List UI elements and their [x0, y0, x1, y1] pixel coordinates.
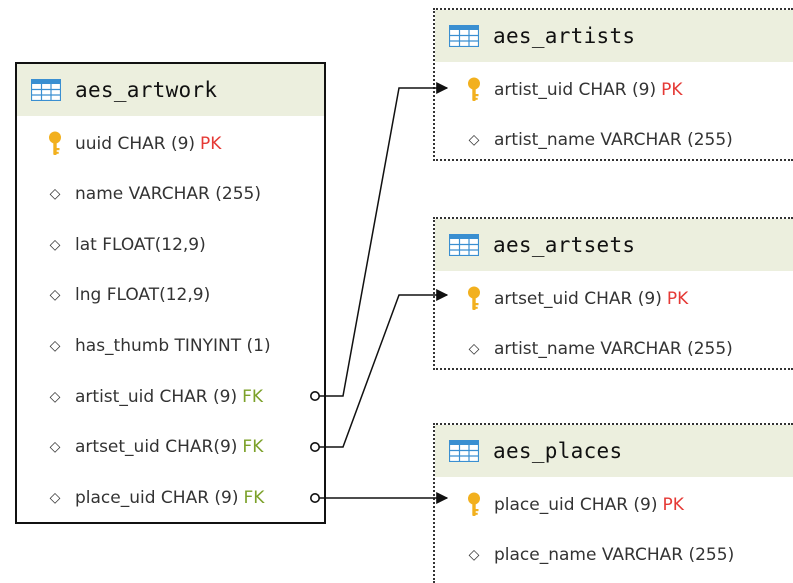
- diamond-icon: ◇: [49, 338, 61, 354]
- diamond-icon: ◇: [468, 132, 480, 148]
- column-label: lng FLOAT(12,9): [75, 285, 211, 305]
- column-row[interactable]: place_uid CHAR (9)PK: [466, 490, 684, 520]
- table-aes-artists[interactable]: aes_artists artist_uid CHAR (9)PK ◇ arti…: [433, 8, 793, 161]
- column-row[interactable]: ◇ lat FLOAT(12,9): [47, 230, 206, 260]
- column-row[interactable]: ◇ artist_uid CHAR (9)FK: [47, 382, 263, 412]
- column-label: lat FLOAT(12,9): [75, 235, 206, 255]
- diamond-icon: ◇: [468, 547, 480, 563]
- column-row[interactable]: ◇ place_uid CHAR (9)FK: [47, 483, 265, 513]
- diamond-icon: ◇: [49, 186, 61, 202]
- column-label: place_uid CHAR (9): [75, 488, 239, 508]
- table-header: aes_artists: [435, 10, 793, 62]
- table-name: aes_artists: [493, 24, 636, 48]
- pk-badge: PK: [662, 495, 684, 515]
- fk-badge: FK: [242, 387, 264, 407]
- column-label: artist_name VARCHAR (255): [494, 339, 733, 359]
- column-label: artset_uid CHAR(9): [75, 437, 238, 457]
- column-label: name VARCHAR (255): [75, 184, 261, 204]
- fk-badge: FK: [243, 488, 265, 508]
- column-row[interactable]: ◇ artist_name VARCHAR (255): [466, 125, 733, 155]
- diamond-icon: ◇: [49, 287, 61, 303]
- pk-badge: PK: [200, 134, 222, 154]
- column-row[interactable]: uuid CHAR (9)PK: [47, 129, 221, 159]
- column-row[interactable]: ◇ artist_name VARCHAR (255): [466, 334, 733, 364]
- pk-badge: PK: [666, 289, 689, 309]
- pk-badge: PK: [661, 80, 683, 100]
- connector-artist-uid: [309, 82, 449, 401]
- diamond-icon: ◇: [49, 490, 61, 506]
- column-label: uuid CHAR (9): [75, 134, 196, 154]
- column-label: artist_name VARCHAR (255): [494, 130, 733, 150]
- table-name: aes_places: [493, 439, 623, 463]
- table-aes-artsets[interactable]: aes_artsets artset_uid CHAR (9)PK ◇ arti…: [433, 217, 793, 370]
- diamond-icon: ◇: [468, 341, 480, 357]
- table-header: aes_places: [435, 425, 793, 477]
- column-row[interactable]: artset_uid CHAR (9)PK: [466, 284, 688, 314]
- column-label: artset_uid CHAR (9): [494, 289, 662, 309]
- column-label: place_uid CHAR (9): [494, 495, 658, 515]
- column-label: has_thumb TINYINT (1): [75, 336, 271, 356]
- diamond-icon: ◇: [49, 389, 61, 405]
- column-row[interactable]: ◇ place_name VARCHAR (255): [466, 540, 735, 570]
- column-row[interactable]: ◇ name VARCHAR (255): [47, 179, 261, 209]
- table-aes-artwork[interactable]: aes_artwork uuid CHAR (9)PK ◇ name VARCH…: [15, 62, 326, 524]
- connector-place-uid: [309, 492, 449, 504]
- column-row[interactable]: artist_uid CHAR (9)PK: [466, 75, 683, 105]
- column-row[interactable]: ◇ has_thumb TINYINT (1): [47, 331, 271, 361]
- table-aes-places[interactable]: aes_places place_uid CHAR (9)PK ◇ place_…: [433, 423, 793, 583]
- column-label: artist_uid CHAR (9): [494, 80, 657, 100]
- column-row[interactable]: ◇ artset_uid CHAR(9)FK: [47, 432, 264, 462]
- connector-artset-uid: [309, 289, 449, 452]
- table-name: aes_artsets: [493, 233, 636, 257]
- diamond-icon: ◇: [49, 237, 61, 253]
- column-label: artist_uid CHAR (9): [75, 387, 238, 407]
- table-header: aes_artwork: [17, 64, 324, 116]
- fk-badge: FK: [242, 437, 264, 457]
- table-name: aes_artwork: [75, 78, 218, 102]
- column-row[interactable]: ◇ lng FLOAT(12,9): [47, 280, 211, 310]
- table-header: aes_artsets: [435, 219, 793, 271]
- diamond-icon: ◇: [49, 439, 61, 455]
- column-label: place_name VARCHAR (255): [494, 545, 735, 565]
